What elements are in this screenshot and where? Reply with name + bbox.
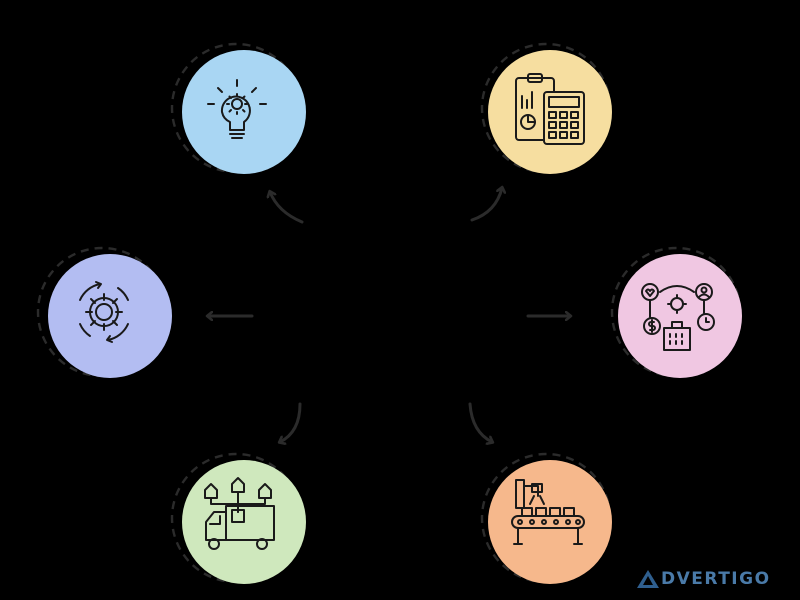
node-manufacturing: [480, 452, 612, 584]
node-process: [36, 246, 172, 378]
clipboard-calculator-icon: [515, 73, 585, 145]
arrow-to-finance: [470, 188, 502, 222]
conveyor-robot-icon: [511, 479, 585, 545]
node-idea: [170, 42, 306, 174]
lightbulb-gear-icon: [207, 79, 267, 139]
node-stakeholders: [610, 246, 742, 378]
arrow-to-idea: [270, 192, 304, 224]
node-manufacturing-circle: [488, 460, 612, 584]
triangle-a-logo: [637, 570, 659, 588]
node-finance: [480, 42, 612, 174]
delivery-truck-icon: [204, 477, 275, 550]
watermark-text: DVERTIGO: [661, 569, 771, 589]
node-stakeholders-circle: [618, 254, 742, 378]
node-distribution: [170, 452, 306, 584]
gear-cycle-icon: [79, 281, 129, 343]
arrow-to-manufacturing: [468, 402, 492, 442]
network-business-icon: [641, 283, 715, 351]
arrows: [208, 188, 570, 442]
arrow-to-distribution: [280, 402, 302, 442]
watermark: DVERTIGO: [636, 568, 771, 590]
